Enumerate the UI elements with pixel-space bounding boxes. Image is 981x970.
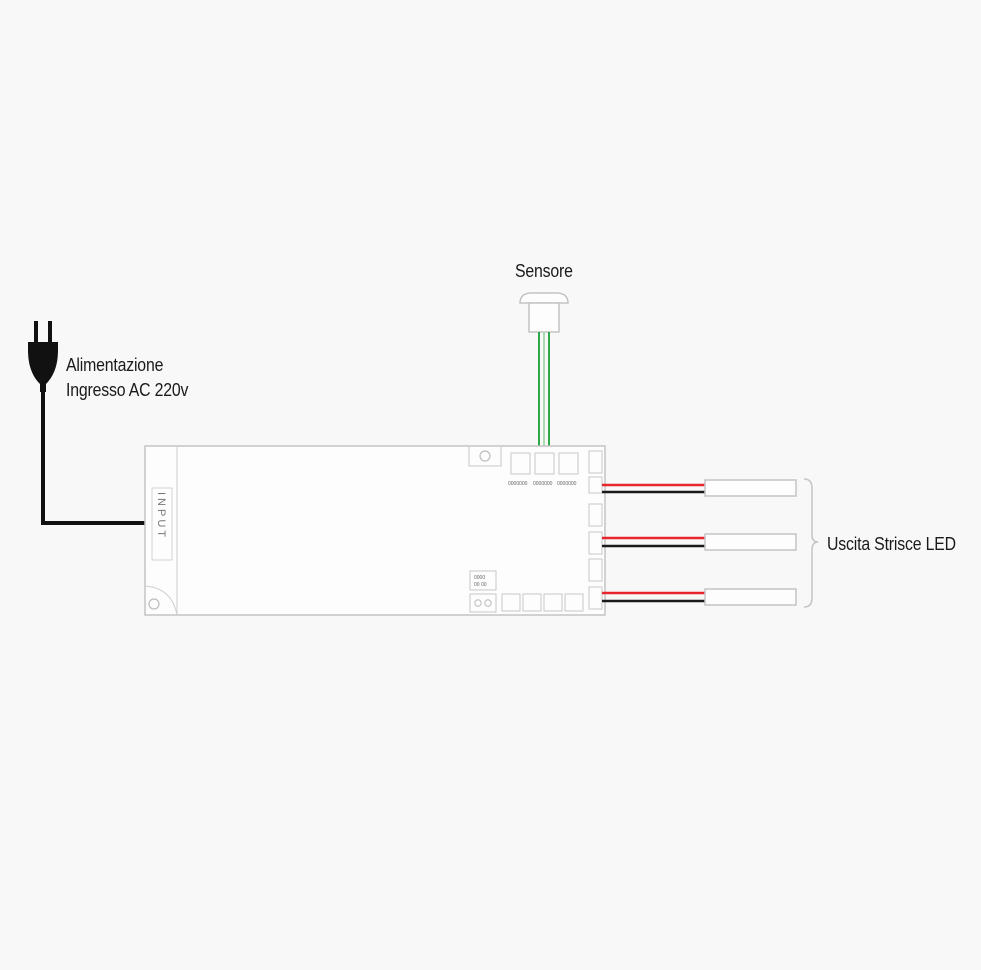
power-input-label: Alimentazione Ingresso AC 220v <box>66 353 188 403</box>
led-strip-connector-icon <box>704 533 797 551</box>
led-output-3 <box>602 588 797 606</box>
sensor-icon <box>519 292 569 333</box>
svg-text:0000000: 0000000 <box>557 481 577 487</box>
svg-text:0000000: 0000000 <box>533 481 553 487</box>
power-label-line-1: Alimentazione <box>66 355 164 375</box>
power-label-line-2: Ingresso AC 220v <box>66 380 189 400</box>
svg-text:00 00: 00 00 <box>474 582 487 588</box>
svg-text:0000000: 0000000 <box>508 481 528 487</box>
output-bracket <box>803 478 819 608</box>
sensor-wires <box>538 332 550 452</box>
led-strip-connector-icon <box>704 479 797 497</box>
controller-box: 0000000 0000000 0000000 0000 00 00 <box>144 445 606 616</box>
led-output-label: Uscita Strisce LED <box>827 534 956 554</box>
power-plug-icon <box>28 321 58 392</box>
sensor-label: Sensore <box>515 261 573 281</box>
led-output-2 <box>602 533 797 551</box>
power-cable <box>41 392 145 525</box>
led-strip-connector-icon <box>704 588 797 606</box>
led-output-1 <box>602 479 797 497</box>
input-port-label: INPUT <box>155 492 167 540</box>
svg-text:0000: 0000 <box>474 575 485 581</box>
